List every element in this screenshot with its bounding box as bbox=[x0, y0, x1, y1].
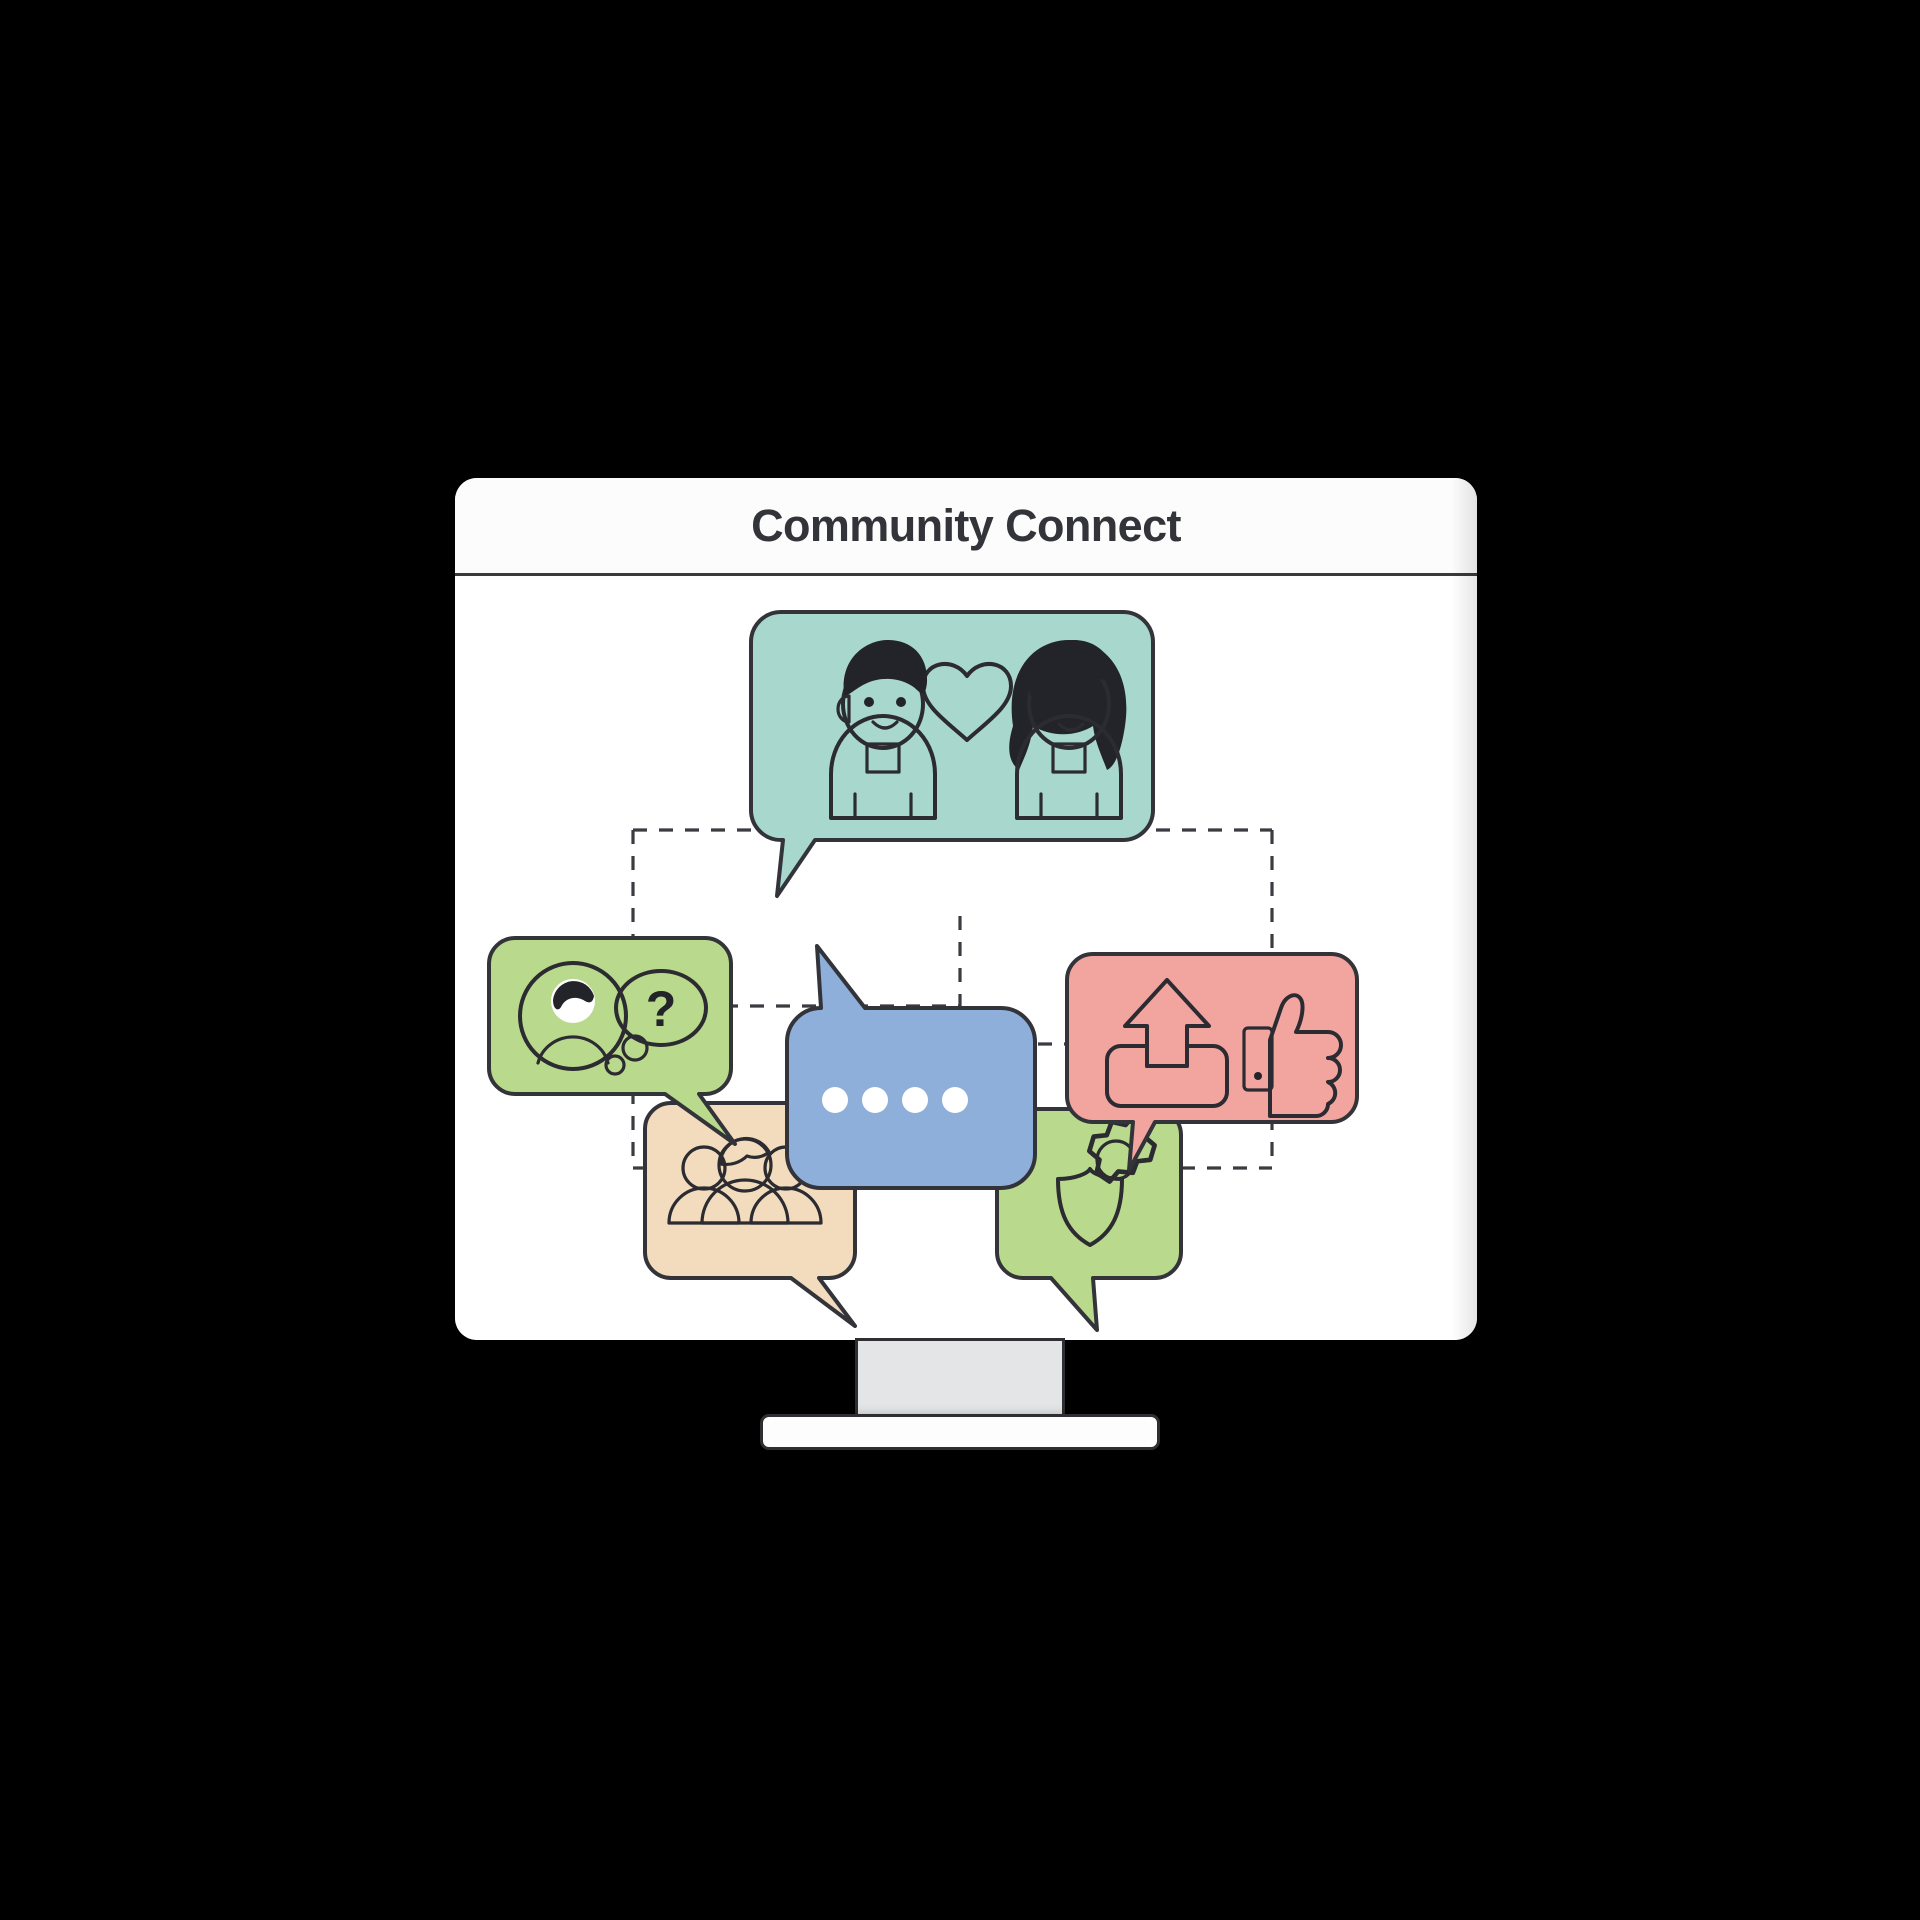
group-body-left bbox=[667, 1186, 741, 1225]
typing-dot-4 bbox=[942, 1087, 968, 1113]
thought-dot-large bbox=[621, 1034, 649, 1062]
female-body bbox=[1015, 714, 1123, 820]
monitor-display: Community Connect bbox=[455, 478, 1477, 1340]
heart-icon bbox=[921, 662, 1013, 742]
female-eye-left bbox=[1050, 699, 1060, 709]
thumb-shape bbox=[1268, 993, 1343, 1118]
typing-dot-1 bbox=[822, 1087, 848, 1113]
male-hair bbox=[843, 640, 928, 696]
community-illustration: ? bbox=[487, 610, 1359, 1332]
male-eye-left bbox=[864, 697, 874, 707]
male-smile bbox=[871, 720, 899, 730]
avatar-shoulders bbox=[536, 1035, 610, 1065]
thumbs-up-icon bbox=[1242, 993, 1343, 1118]
user-avatar-icon bbox=[518, 961, 628, 1071]
typing-dot-3 bbox=[902, 1087, 928, 1113]
thought-bubble-icon: ? bbox=[604, 969, 708, 1076]
male-neck bbox=[865, 742, 901, 774]
typing-dot-2 bbox=[862, 1087, 888, 1113]
typing-bubble[interactable] bbox=[785, 944, 1037, 1190]
thought-dot-small bbox=[604, 1054, 626, 1076]
avatar-circle bbox=[518, 961, 628, 1071]
female-smile bbox=[1057, 722, 1085, 732]
thumb-cuff-button bbox=[1254, 1072, 1262, 1080]
typing-dots-icon bbox=[822, 1087, 968, 1113]
shield-icon bbox=[1056, 1167, 1124, 1247]
female-sleeve-lines bbox=[1039, 792, 1099, 820]
monitor-stand-neck bbox=[855, 1338, 1065, 1420]
screen-content-area: ? bbox=[455, 576, 1477, 1340]
question-bubble-shape bbox=[487, 936, 737, 1146]
female-eye-right bbox=[1082, 699, 1092, 709]
group-body-center bbox=[700, 1178, 790, 1225]
thumb-cuff bbox=[1242, 1026, 1274, 1092]
share-like-bubble[interactable] bbox=[1065, 952, 1359, 1172]
page-title: Community Connect bbox=[751, 499, 1181, 551]
female-neck bbox=[1051, 742, 1087, 774]
upload-share-icon bbox=[1105, 978, 1229, 1108]
male-eye-right bbox=[896, 697, 906, 707]
thought-bubble-shape bbox=[614, 969, 708, 1047]
avatar-hair bbox=[553, 981, 594, 1010]
male-body bbox=[829, 714, 937, 820]
group-body-right bbox=[749, 1186, 823, 1225]
male-sleeve-lines bbox=[853, 792, 913, 820]
monitor-stand-base bbox=[760, 1414, 1160, 1450]
female-hair-front bbox=[1029, 640, 1115, 696]
window-titlebar: Community Connect bbox=[455, 478, 1477, 576]
person-female-icon bbox=[1009, 640, 1127, 820]
question-bubble[interactable]: ? bbox=[487, 936, 737, 1146]
typing-bubble-shape bbox=[785, 944, 1037, 1190]
question-mark-glyph: ? bbox=[646, 981, 677, 1037]
male-ear bbox=[836, 694, 851, 724]
connection-bubble[interactable] bbox=[749, 610, 1155, 898]
person-male-icon bbox=[829, 640, 937, 820]
upload-tray bbox=[1105, 1044, 1229, 1108]
